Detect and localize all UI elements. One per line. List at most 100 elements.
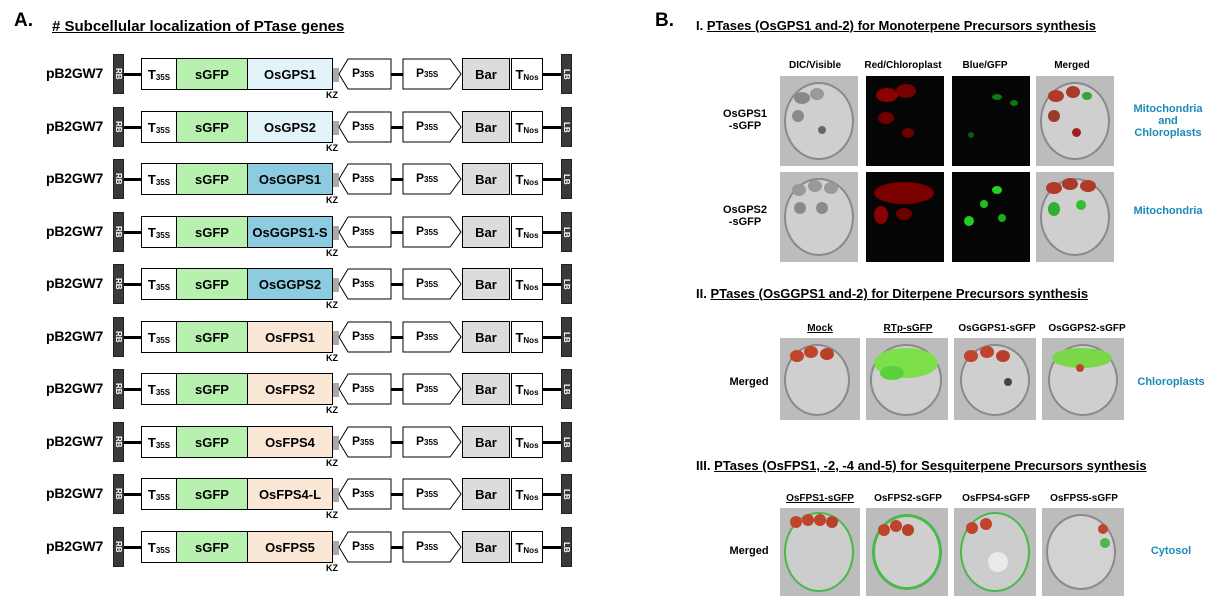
vector-label: pB2GW7 xyxy=(46,118,104,134)
p35s-promoter: P35S xyxy=(402,531,462,563)
sgfp-box: sGFP xyxy=(176,478,248,510)
s2-row-label: Merged xyxy=(729,376,769,388)
p35s-promoter-reverse: P35S xyxy=(338,321,392,353)
s2-localization: Chloroplasts xyxy=(1137,376,1205,388)
p35s-promoter-reverse: P35S xyxy=(338,216,392,248)
lb-border: LB xyxy=(561,422,572,462)
lb-border: LB xyxy=(561,107,572,147)
backbone-line xyxy=(390,231,404,234)
backbone-line xyxy=(124,388,142,391)
p35s-promoter: P35S xyxy=(402,111,462,143)
backbone-line xyxy=(390,441,404,444)
kz-label: KZ xyxy=(326,405,338,415)
vector-label: pB2GW7 xyxy=(46,485,104,501)
p35s-promoter: P35S xyxy=(402,373,462,405)
rb-border: RB xyxy=(113,527,124,567)
kz-block xyxy=(333,436,339,450)
s3-fps5-image xyxy=(1042,508,1124,596)
backbone-line xyxy=(542,336,562,339)
sgfp-box: sGFP xyxy=(176,268,248,300)
lb-border: LB xyxy=(561,474,572,514)
backbone-line xyxy=(124,178,142,181)
sgfp-box: sGFP xyxy=(176,58,248,90)
kz-label: KZ xyxy=(326,90,338,100)
s1-r2-dic-image xyxy=(780,172,858,262)
kz-label: KZ xyxy=(326,195,338,205)
rb-border: RB xyxy=(113,317,124,357)
panel-a-title: # Subcellular localization of PTase gene… xyxy=(52,18,345,35)
p35s-promoter-reverse: P35S xyxy=(338,268,392,300)
vector-label: pB2GW7 xyxy=(46,433,104,449)
rb-border: RB xyxy=(113,422,124,462)
lb-border: LB xyxy=(561,264,572,304)
rb-border: RB xyxy=(113,474,124,514)
gene-box: OsGGPS2 xyxy=(247,268,333,300)
backbone-line xyxy=(542,178,562,181)
s1-r1-red-image xyxy=(866,76,944,166)
kz-label: KZ xyxy=(326,563,338,573)
p35s-promoter: P35S xyxy=(402,58,462,90)
kz-label: KZ xyxy=(326,510,338,520)
panel-a-letter: A. xyxy=(14,10,33,31)
bar-box: Bar xyxy=(462,531,510,563)
backbone-line xyxy=(390,388,404,391)
vector-label: pB2GW7 xyxy=(46,223,104,239)
backbone-line xyxy=(124,231,142,234)
s2-rtp-image xyxy=(866,338,948,420)
kz-label: KZ xyxy=(326,458,338,468)
sgfp-box: sGFP xyxy=(176,163,248,195)
vector-label: pB2GW7 xyxy=(46,328,104,344)
backbone-line xyxy=(124,546,142,549)
backbone-line xyxy=(390,336,404,339)
gene-box: OsGGPS1-S xyxy=(247,216,333,248)
s3-col-fps4: OsFPS4-sGFP xyxy=(962,493,1030,504)
backbone-line xyxy=(542,231,562,234)
backbone-line xyxy=(124,283,142,286)
kz-block xyxy=(333,121,339,135)
backbone-line xyxy=(124,493,142,496)
backbone-line xyxy=(124,336,142,339)
kz-block xyxy=(333,488,339,502)
s1-col-red: Red/Chloroplast xyxy=(864,60,942,71)
p35s-promoter: P35S xyxy=(402,216,462,248)
p35s-promoter-reverse: P35S xyxy=(338,163,392,195)
sgfp-box: sGFP xyxy=(176,531,248,563)
vector-label: pB2GW7 xyxy=(46,170,104,186)
bar-box: Bar xyxy=(462,216,510,248)
backbone-line xyxy=(124,126,142,129)
rb-border: RB xyxy=(113,264,124,304)
s1-r2-merged-image xyxy=(1036,172,1114,262)
sgfp-box: sGFP xyxy=(176,111,248,143)
kz-label: KZ xyxy=(326,353,338,363)
bar-box: Bar xyxy=(462,58,510,90)
kz-label: KZ xyxy=(326,248,338,258)
s3-row-label: Merged xyxy=(729,545,769,557)
s2-ggps1-image xyxy=(954,338,1036,420)
s1-col-blue: Blue/GFP xyxy=(962,60,1008,71)
backbone-line xyxy=(124,73,142,76)
s3-fps4-image xyxy=(954,508,1036,596)
backbone-line xyxy=(390,73,404,76)
s1-r1-gfp-image xyxy=(952,76,1030,166)
p35s-promoter: P35S xyxy=(402,268,462,300)
p35s-promoter-reverse: P35S xyxy=(338,426,392,458)
s1-col-dic: DIC/Visible xyxy=(788,60,842,71)
p35s-promoter: P35S xyxy=(402,163,462,195)
gene-box: OsGGPS1 xyxy=(247,163,333,195)
s3-localization: Cytosol xyxy=(1150,545,1192,557)
p35s-promoter: P35S xyxy=(402,426,462,458)
backbone-line xyxy=(542,283,562,286)
s2-ggps2-image xyxy=(1042,338,1124,420)
